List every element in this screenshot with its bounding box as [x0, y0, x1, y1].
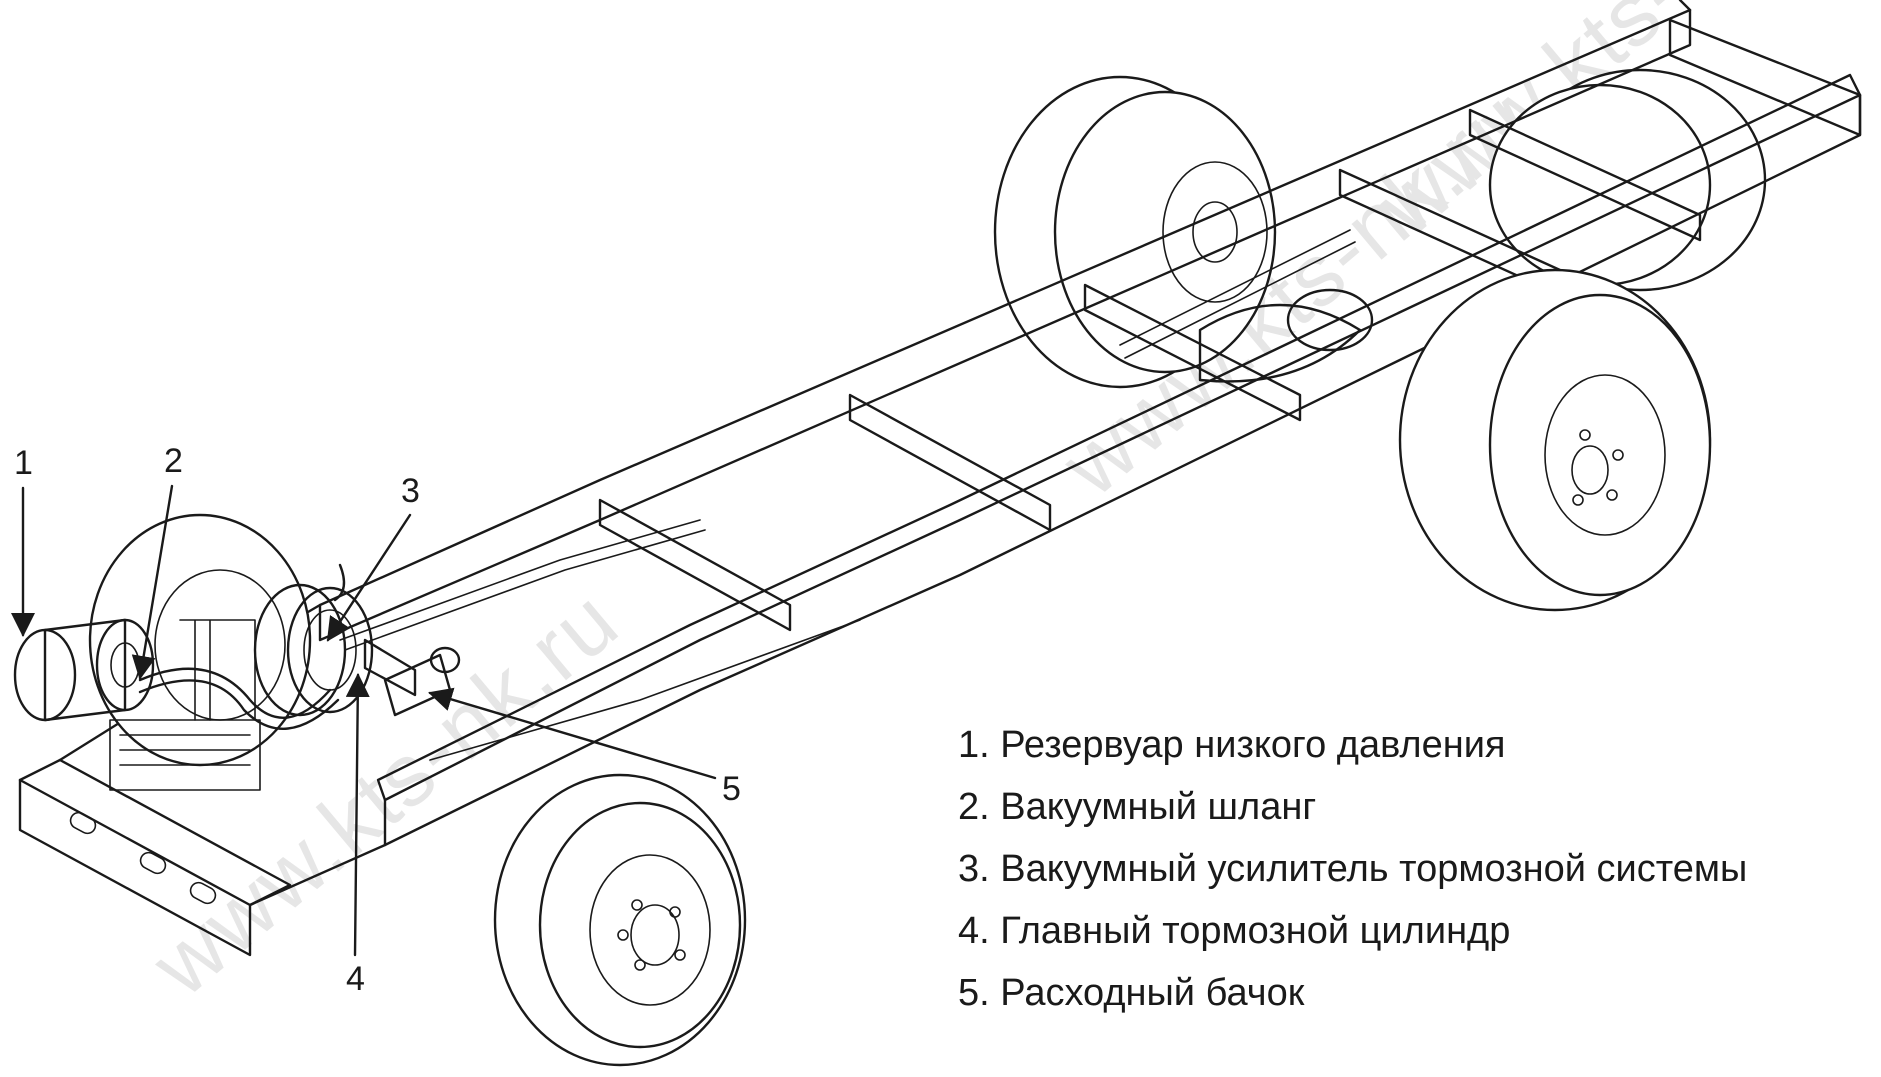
legend-item-5: 5. Расходный бачок	[958, 972, 1305, 1014]
legend-item-4: 4. Главный тормозной цилиндр	[958, 910, 1510, 952]
callout-5-number: 5	[722, 770, 741, 808]
rear-left-wheel	[993, 75, 1277, 389]
callout-3-number: 3	[401, 472, 420, 510]
chassis-frame	[18, 0, 1862, 957]
callout-3-arrow	[326, 513, 412, 642]
callout-4-number: 4	[346, 960, 365, 998]
rear-right-wheel	[1398, 268, 1712, 612]
front-right-wheel	[493, 773, 747, 1067]
callout-2-arrow	[131, 484, 174, 680]
callout-1-number: 1	[14, 444, 33, 482]
callout-2-number: 2	[164, 442, 183, 480]
callout-5-arrow	[428, 687, 717, 780]
legend-item-1: 1. Резервуар низкого давления	[958, 724, 1506, 766]
legend: 1. Резервуар низкого давления 2. Вакуумн…	[958, 724, 1747, 1014]
legend-item-2: 2. Вакуумный шланг	[958, 786, 1316, 828]
brake-components	[13, 563, 461, 791]
callout-4-arrow	[345, 673, 370, 957]
legend-item-3: 3. Вакуумный усилитель тормозной системы	[958, 848, 1747, 890]
rear-right-wheel-far	[1488, 68, 1767, 292]
